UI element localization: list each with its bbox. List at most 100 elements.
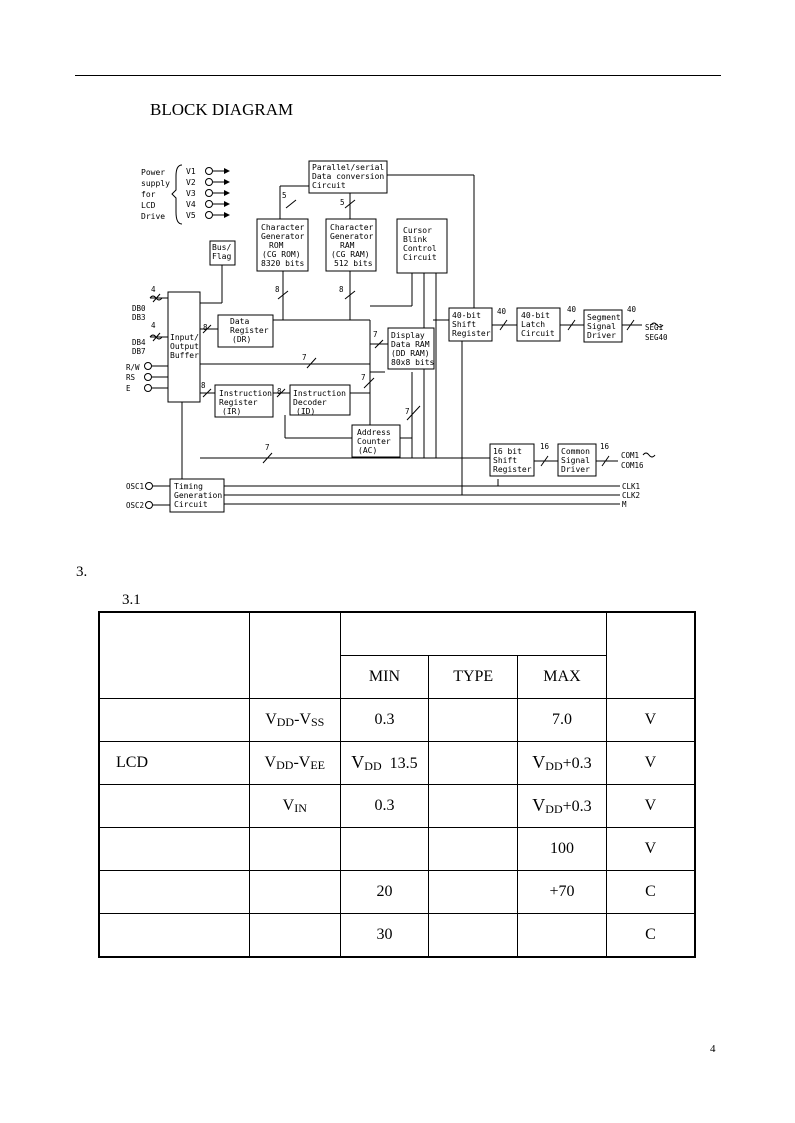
instruction-register-box: Instruction Register (IR) xyxy=(214,384,274,418)
svg-text:Display: Display xyxy=(391,331,425,340)
bus-flag-box: Bus/ Flag xyxy=(209,240,236,266)
table-row: 30 C xyxy=(97,913,696,958)
header-cell-item xyxy=(97,611,250,699)
dd-ram-box: Display Data RAM (DD RAM) 80x8 bits xyxy=(387,327,435,370)
power-brace xyxy=(171,164,183,225)
svg-text:Parallel/serial: Parallel/serial xyxy=(312,163,384,172)
svg-text:5: 5 xyxy=(340,198,345,207)
svg-text:COM16: COM16 xyxy=(621,461,644,470)
svg-text:V3: V3 xyxy=(186,189,196,198)
svg-text:Data: Data xyxy=(230,317,249,326)
svg-text:Register: Register xyxy=(230,326,269,335)
svg-text:LCD: LCD xyxy=(141,201,156,210)
svg-text:Counter: Counter xyxy=(357,437,391,446)
io-pins xyxy=(144,362,153,509)
svg-text:Data conversion: Data conversion xyxy=(312,172,384,181)
svg-text:7: 7 xyxy=(361,373,366,382)
svg-text:V4: V4 xyxy=(186,200,196,209)
svg-text:16 bit: 16 bit xyxy=(493,447,522,456)
svg-text:Segment: Segment xyxy=(587,313,621,322)
svg-text:Circuit: Circuit xyxy=(521,329,555,338)
svg-text:Character: Character xyxy=(330,223,374,232)
svg-text:(AC): (AC) xyxy=(358,446,377,455)
svg-text:DB7: DB7 xyxy=(132,347,146,356)
svg-text:40-bit: 40-bit xyxy=(521,311,550,320)
svg-text:7: 7 xyxy=(265,443,270,452)
header-cell-standard xyxy=(339,611,607,656)
svg-text:SEG1: SEG1 xyxy=(645,323,663,332)
svg-text:SEG40: SEG40 xyxy=(645,333,668,342)
svg-text:Flag: Flag xyxy=(212,252,231,261)
svg-text:ROM: ROM xyxy=(269,241,284,250)
power-pins: V1 V2 V3 V4 V5 xyxy=(186,167,230,220)
svg-text:40: 40 xyxy=(497,307,507,316)
seg-wave xyxy=(650,322,664,328)
header-row-sub: MIN TYPE MAX xyxy=(99,655,695,699)
diagram-wires xyxy=(150,174,642,506)
svg-text:Bus/: Bus/ xyxy=(212,243,231,252)
svg-text:8: 8 xyxy=(203,323,208,332)
svg-text:Register: Register xyxy=(493,465,532,474)
symbol-cell: VIN xyxy=(248,784,341,828)
svg-text:(DR): (DR) xyxy=(232,335,251,344)
svg-text:OSC1: OSC1 xyxy=(126,482,144,491)
top-rule xyxy=(75,75,721,76)
svg-text:Address: Address xyxy=(357,428,391,437)
bus-width-labels: 5 5 8 8 4 4 8 8 8 7 7 7 7 7 40 40 40 16 … xyxy=(151,191,637,452)
svg-text:Circuit: Circuit xyxy=(312,181,346,190)
svg-text:4: 4 xyxy=(151,285,156,294)
svg-text:Generator: Generator xyxy=(330,232,374,241)
svg-text:8320 bits: 8320 bits xyxy=(261,259,305,268)
header-row-top xyxy=(97,611,696,699)
max-cell: VDD+0.3 xyxy=(517,784,607,828)
svg-text:DB0: DB0 xyxy=(132,304,146,313)
svg-text:Input/: Input/ xyxy=(170,333,199,342)
svg-text:Signal: Signal xyxy=(587,322,616,331)
svg-text:5: 5 xyxy=(282,191,287,200)
svg-text:16: 16 xyxy=(540,442,550,451)
svg-text:Shift: Shift xyxy=(493,456,517,465)
svg-text:80x8 bits: 80x8 bits xyxy=(391,358,435,367)
svg-text:40: 40 xyxy=(567,305,577,314)
symbol-cell: VDD-VSS xyxy=(248,698,341,742)
shift-register-40-box: 40-bit Shift Register xyxy=(448,307,493,342)
subsection-number: 3.1 xyxy=(122,592,141,608)
svg-text:40-bit: 40-bit xyxy=(452,311,481,320)
table-row: LCD VDD-VEE VDD 13.5 VDD+0.3 V xyxy=(97,741,696,785)
svg-text:8: 8 xyxy=(339,285,344,294)
svg-text:Drive: Drive xyxy=(141,212,165,221)
svg-text:V5: V5 xyxy=(186,211,196,220)
svg-text:Blink: Blink xyxy=(403,235,427,244)
table-row: 100 V xyxy=(97,827,696,871)
symbol-cell: VDD-VEE xyxy=(248,741,341,785)
svg-text:Circuit: Circuit xyxy=(403,253,437,262)
common-driver-box: Common Signal Driver xyxy=(557,443,597,477)
svg-text:Driver: Driver xyxy=(587,331,616,340)
svg-text:Signal: Signal xyxy=(561,456,590,465)
svg-text:8: 8 xyxy=(201,381,206,390)
latch-40-box: 40-bit Latch Circuit xyxy=(516,307,561,342)
header-max: MAX xyxy=(517,655,607,699)
block-diagram: Power supply for LCD Drive V1 V2 V3 V4 V… xyxy=(126,160,668,513)
svg-text:E: E xyxy=(126,384,131,393)
db0-wave xyxy=(149,295,163,301)
svg-text:OSC2: OSC2 xyxy=(126,501,144,510)
cg-rom-box: Character Generator ROM (CG ROM) 8320 bi… xyxy=(256,218,309,272)
svg-text:Generation: Generation xyxy=(174,491,222,500)
svg-text:(CG RAM): (CG RAM) xyxy=(331,250,370,259)
page-number: 4 xyxy=(710,1043,716,1055)
data-register-box: Data Register (DR) xyxy=(217,314,274,348)
shift-register-16-box: 16 bit Shift Register xyxy=(489,443,535,477)
svg-text:16: 16 xyxy=(600,442,610,451)
svg-text:Data RAM: Data RAM xyxy=(391,340,430,349)
parallel-serial-box: Parallel/serial Data conversion Circuit xyxy=(308,160,388,194)
svg-text:(ID): (ID) xyxy=(296,407,315,416)
svg-text:Character: Character xyxy=(261,223,305,232)
svg-text:supply: supply xyxy=(141,179,170,188)
svg-text:DB4: DB4 xyxy=(132,338,146,347)
instruction-decoder-box: Instruction Decoder (ID) xyxy=(289,384,351,416)
cursor-blink-box: Cursor Blink Control Circuit xyxy=(396,218,448,274)
svg-text:4: 4 xyxy=(151,321,156,330)
address-counter-box: Address Counter (AC) xyxy=(351,424,401,458)
cg-ram-box: Character Generator RAM (CG RAM) 512 bit… xyxy=(325,218,377,272)
